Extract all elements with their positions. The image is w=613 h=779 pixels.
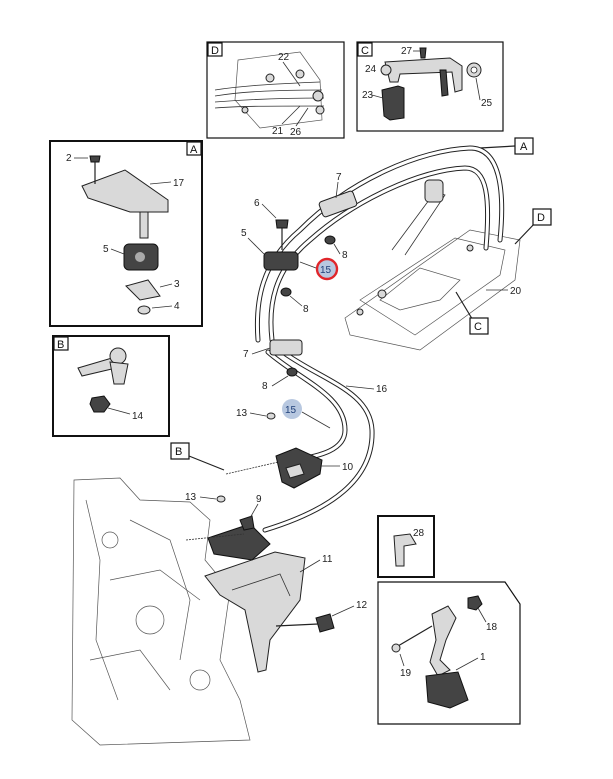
callout-9[interactable]: 9 — [256, 494, 262, 505]
callout-15a[interactable]: 15 — [320, 265, 332, 276]
bracket-11 — [204, 551, 306, 673]
view-b-pointer: B — [170, 442, 225, 471]
callout-28[interactable]: 28 — [413, 528, 425, 539]
inset-c-tag: C — [361, 45, 369, 57]
view-a-pointer: A — [479, 137, 534, 155]
view-d-tag[interactable]: D — [537, 212, 545, 224]
callout-10[interactable]: 10 — [342, 462, 354, 473]
callout-6[interactable]: 6 — [254, 198, 260, 209]
callout-17[interactable]: 17 — [173, 178, 185, 189]
callout-23[interactable]: 23 — [362, 90, 374, 101]
callout-26[interactable]: 26 — [290, 127, 302, 138]
bolt-12 — [275, 613, 335, 633]
callout-25[interactable]: 25 — [481, 98, 493, 109]
callout-12[interactable]: 12 — [356, 600, 368, 611]
inset-a-tag: A — [190, 144, 198, 156]
nut-8b — [280, 287, 292, 297]
callout-8a[interactable]: 8 — [342, 250, 348, 261]
callout-3[interactable]: 3 — [174, 279, 180, 290]
inset-lever: 18 19 1 — [377, 581, 521, 725]
callout-21[interactable]: 21 — [272, 126, 284, 137]
nut-8c — [286, 367, 298, 377]
inset-d-cable-bracket — [214, 51, 325, 129]
lever-9 — [185, 515, 271, 561]
callout-8c[interactable]: 8 — [262, 381, 268, 392]
inset-a-clip-3 — [125, 279, 161, 301]
cable-grommet-7-lower — [269, 339, 303, 356]
callout-20[interactable]: 20 — [510, 286, 522, 297]
callout-13a[interactable]: 13 — [236, 408, 248, 419]
callout-15-highlight[interactable]: 15 — [315, 257, 339, 281]
inset-b-ball-joint — [77, 347, 129, 385]
inset-d-tag: D — [211, 45, 219, 57]
callout-5b[interactable]: 5 — [241, 228, 247, 239]
inset-a: A 2 17 5 3 4 — [49, 140, 203, 327]
view-c-pointer: C — [455, 291, 489, 335]
cable-grommet-7-upper — [318, 190, 358, 218]
callout-8b[interactable]: 8 — [303, 304, 309, 315]
nut-8a — [324, 235, 336, 245]
view-d-pointer: D — [514, 208, 552, 245]
nut-13a — [266, 412, 276, 420]
cable-grommet-5 — [263, 251, 299, 271]
shifter-assembly — [344, 179, 521, 351]
view-c-tag[interactable]: C — [474, 321, 482, 333]
transmission-housing — [71, 477, 251, 746]
inset-a-bolt-2 — [89, 155, 101, 184]
gear-cables — [254, 145, 505, 533]
callout-14[interactable]: 14 — [132, 411, 144, 422]
inset-a-bracket-17 — [81, 169, 169, 239]
callout-7a[interactable]: 7 — [336, 172, 342, 183]
inset-b: B 14 — [52, 335, 170, 437]
inset-c: C 27 24 23 25 — [356, 41, 504, 132]
callout-1[interactable]: 1 — [480, 652, 486, 663]
callout-11[interactable]: 11 — [322, 554, 333, 565]
callout-5a[interactable]: 5 — [103, 244, 109, 255]
callout-24[interactable]: 24 — [365, 64, 377, 75]
inset-b-tag: B — [57, 339, 64, 351]
callout-18[interactable]: 18 — [486, 622, 498, 633]
callout-16[interactable]: 16 — [376, 384, 388, 395]
bolt-19 — [391, 625, 433, 653]
callout-15b[interactable]: 15 — [285, 405, 297, 416]
inset-a-nut-4 — [137, 305, 151, 315]
nut-18 — [467, 595, 483, 611]
inset-d: D 22 21 26 — [206, 41, 345, 139]
callout-27[interactable]: 27 — [401, 46, 413, 57]
view-b-tag[interactable]: B — [175, 446, 182, 458]
callout-15-secondary[interactable]: 15 — [282, 399, 302, 419]
callout-19[interactable]: 19 — [400, 668, 412, 679]
callout-4[interactable]: 4 — [174, 301, 180, 312]
lever-1 — [425, 605, 469, 709]
inset-a-grommet-5 — [123, 243, 159, 271]
callout-2[interactable]: 2 — [66, 153, 72, 164]
bolt-6 — [275, 219, 289, 250]
nut-13b — [216, 495, 226, 503]
callout-22[interactable]: 22 — [278, 52, 290, 63]
view-a-tag[interactable]: A — [520, 141, 528, 153]
inset-28: 28 — [377, 515, 435, 578]
inset-b-nut-14 — [89, 395, 111, 413]
callout-13b[interactable]: 13 — [185, 492, 197, 503]
inset-c-bracket — [380, 47, 482, 121]
selector-cable-end — [225, 447, 323, 489]
callout-7b[interactable]: 7 — [243, 349, 249, 360]
